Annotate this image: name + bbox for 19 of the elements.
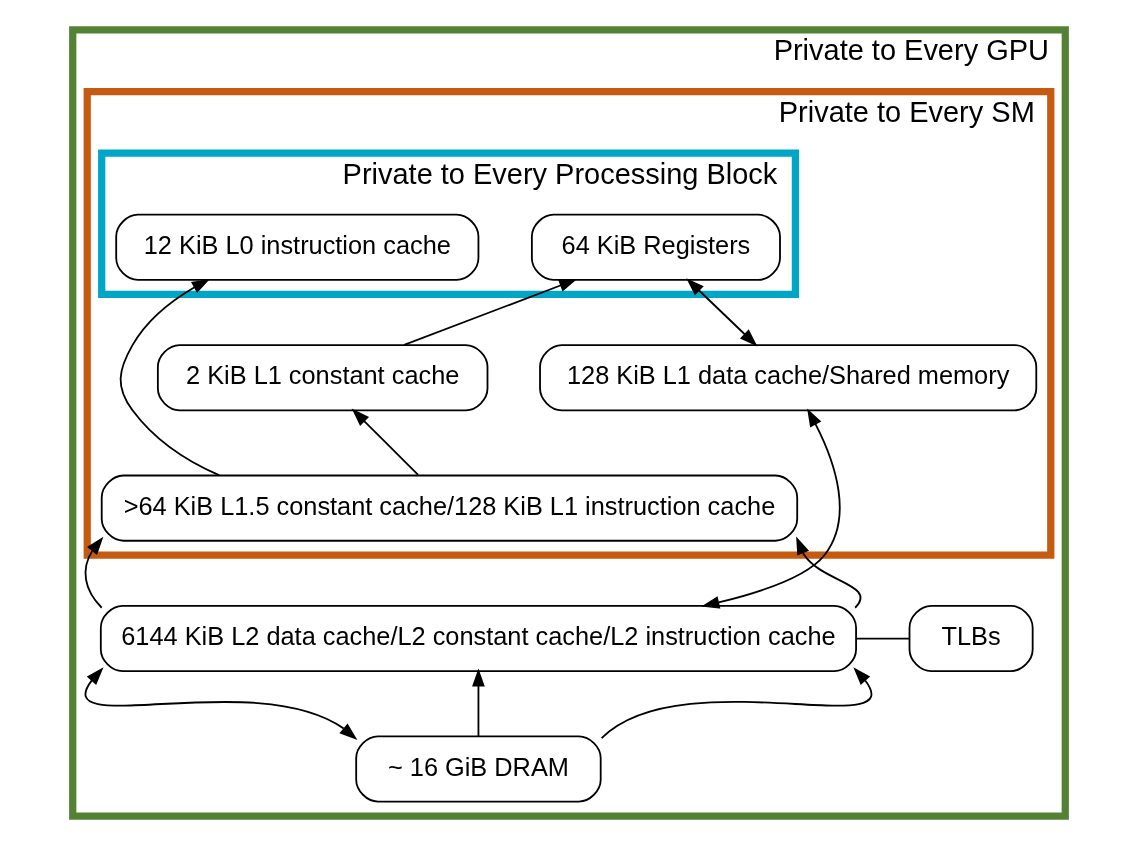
node-box: >64 KiB L1.5 constant cache/128 KiB L1 instruction cache	[100, 474, 799, 542]
node-box: 64 KiB Registers	[530, 213, 781, 281]
connector	[855, 637, 910, 640]
arrow	[686, 278, 758, 347]
arrow	[796, 536, 862, 609]
node-box: TLBs	[908, 605, 1034, 673]
arrow	[701, 408, 841, 609]
arrow	[351, 408, 420, 476]
node-box: 6144 KiB L2 data cache/L2 constant cache/L2 instruction cache	[99, 605, 857, 673]
arrow	[403, 279, 578, 346]
arrow	[472, 668, 485, 738]
node-box: 12 KiB L0 instruction cache	[115, 213, 480, 281]
node-box: 2 KiB L1 constant cache	[156, 344, 489, 412]
node-box: 128 KiB L1 data cache/Shared memory	[539, 344, 1038, 412]
arrow	[84, 667, 358, 740]
arrow	[119, 278, 220, 477]
arrow	[84, 536, 104, 609]
arrow	[600, 667, 873, 740]
node-box: ~ 16 GiB DRAM	[355, 735, 602, 803]
